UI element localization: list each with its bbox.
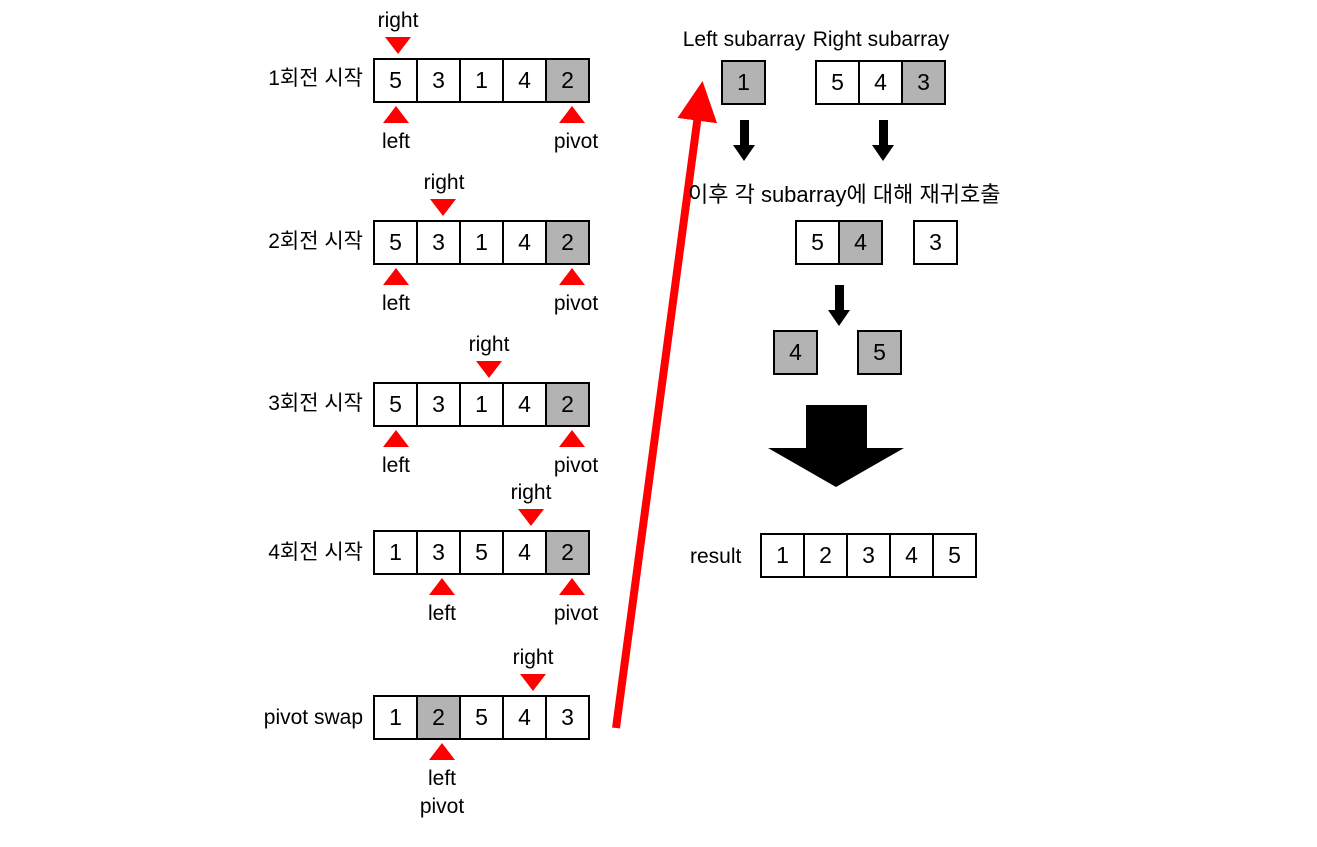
down-arrow-icon-recurse xyxy=(828,285,851,327)
array-cell: 2 xyxy=(803,533,848,578)
array-cell: 1 xyxy=(459,220,504,265)
array-cell: 4 xyxy=(502,220,547,265)
down-arrow-icon-left xyxy=(733,120,756,162)
left-subarray-array: 1 xyxy=(721,60,766,105)
step-4-array: 1 3 5 4 2 xyxy=(373,530,590,575)
array-cell-pivot: 4 xyxy=(773,330,818,375)
step-3-pivot-marker-label: pivot xyxy=(553,454,599,477)
final-left-array: 4 xyxy=(773,330,818,375)
pivot-marker-triangle-icon xyxy=(559,578,585,595)
right-subarray-label: Right subarray xyxy=(812,28,950,51)
right-marker-triangle-icon xyxy=(520,674,546,691)
result-label: result xyxy=(690,545,742,568)
pivot-marker-triangle-icon xyxy=(559,268,585,285)
right-marker-triangle-icon xyxy=(430,199,456,216)
step-3-label: 3회전 시작 xyxy=(268,392,363,415)
step-4-right-marker-label: right xyxy=(510,481,552,504)
step-2-label: 2회전 시작 xyxy=(268,230,363,253)
left-marker-triangle-icon xyxy=(429,743,455,760)
array-cell-pivot: 2 xyxy=(545,220,590,265)
array-cell: 4 xyxy=(502,58,547,103)
step-4-left-marker-label: left xyxy=(427,602,457,625)
array-cell: 5 xyxy=(459,530,504,575)
step-1-left-marker-label: left xyxy=(381,130,411,153)
array-cell: 3 xyxy=(416,58,461,103)
step-1-array: 5 3 1 4 2 xyxy=(373,58,590,103)
left-subarray-label: Left subarray xyxy=(682,28,806,51)
recurse-single-array: 3 xyxy=(913,220,958,265)
left-marker-triangle-icon xyxy=(429,578,455,595)
array-cell: 4 xyxy=(889,533,934,578)
step-2-array: 5 3 1 4 2 xyxy=(373,220,590,265)
array-cell: 1 xyxy=(459,58,504,103)
right-subarray-array: 5 4 3 xyxy=(815,60,946,105)
array-cell: 4 xyxy=(502,530,547,575)
step-5-label: pivot swap xyxy=(263,706,363,729)
step-5-left-marker-label: left xyxy=(427,767,457,790)
step-5-pivot-marker-label: pivot xyxy=(419,795,465,818)
array-cell: 4 xyxy=(502,382,547,427)
step-2-pivot-marker-label: pivot xyxy=(553,292,599,315)
step-5-array: 1 2 5 4 3 xyxy=(373,695,590,740)
array-cell-pivot: 2 xyxy=(545,58,590,103)
array-cell-pivot: 2 xyxy=(545,530,590,575)
array-cell: 3 xyxy=(913,220,958,265)
array-cell-pivot: 3 xyxy=(901,60,946,105)
step-1-label: 1회전 시작 xyxy=(268,67,363,90)
array-cell: 5 xyxy=(373,58,418,103)
array-cell: 4 xyxy=(858,60,903,105)
array-cell: 5 xyxy=(815,60,860,105)
big-down-arrow-icon xyxy=(768,405,905,488)
array-cell: 1 xyxy=(760,533,805,578)
left-marker-triangle-icon xyxy=(383,106,409,123)
step-3-array: 5 3 1 4 2 xyxy=(373,382,590,427)
array-cell: 3 xyxy=(846,533,891,578)
array-cell: 1 xyxy=(373,695,418,740)
step-3-right-marker-label: right xyxy=(468,333,510,356)
array-cell-pivot: 2 xyxy=(416,695,461,740)
array-cell: 3 xyxy=(416,530,461,575)
step-1-pivot-marker-label: pivot xyxy=(553,130,599,153)
step-3-left-marker-label: left xyxy=(381,454,411,477)
final-right-array: 5 xyxy=(857,330,902,375)
array-cell: 5 xyxy=(459,695,504,740)
step-5-right-marker-label: right xyxy=(512,646,554,669)
pivot-marker-triangle-icon xyxy=(559,430,585,447)
left-marker-triangle-icon xyxy=(383,268,409,285)
array-cell: 3 xyxy=(545,695,590,740)
array-cell: 1 xyxy=(373,530,418,575)
array-cell: 5 xyxy=(795,220,840,265)
right-marker-triangle-icon xyxy=(385,37,411,54)
array-cell: 3 xyxy=(416,220,461,265)
right-marker-triangle-icon xyxy=(476,361,502,378)
step-2-right-marker-label: right xyxy=(423,171,465,194)
right-marker-triangle-icon xyxy=(518,509,544,526)
down-arrow-icon-right xyxy=(872,120,895,162)
array-cell: 5 xyxy=(932,533,977,578)
step-4-pivot-marker-label: pivot xyxy=(553,602,599,625)
array-cell-pivot: 2 xyxy=(545,382,590,427)
array-cell: 5 xyxy=(373,382,418,427)
array-cell: 1 xyxy=(459,382,504,427)
pivot-marker-triangle-icon xyxy=(559,106,585,123)
recurse-pair-array: 5 4 xyxy=(795,220,883,265)
array-cell: 5 xyxy=(373,220,418,265)
array-cell-pivot: 5 xyxy=(857,330,902,375)
step-2-left-marker-label: left xyxy=(381,292,411,315)
left-marker-triangle-icon xyxy=(383,430,409,447)
array-cell-pivot: 4 xyxy=(838,220,883,265)
array-cell: 3 xyxy=(416,382,461,427)
result-array: 1 2 3 4 5 xyxy=(760,533,977,578)
array-cell-pivot: 1 xyxy=(721,60,766,105)
array-cell: 4 xyxy=(502,695,547,740)
recursion-note: 이후 각 subarray에 대해 재귀호출 xyxy=(688,182,1001,207)
step-1-right-marker-label: right xyxy=(377,9,419,32)
step-4-label: 4회전 시작 xyxy=(268,541,363,564)
